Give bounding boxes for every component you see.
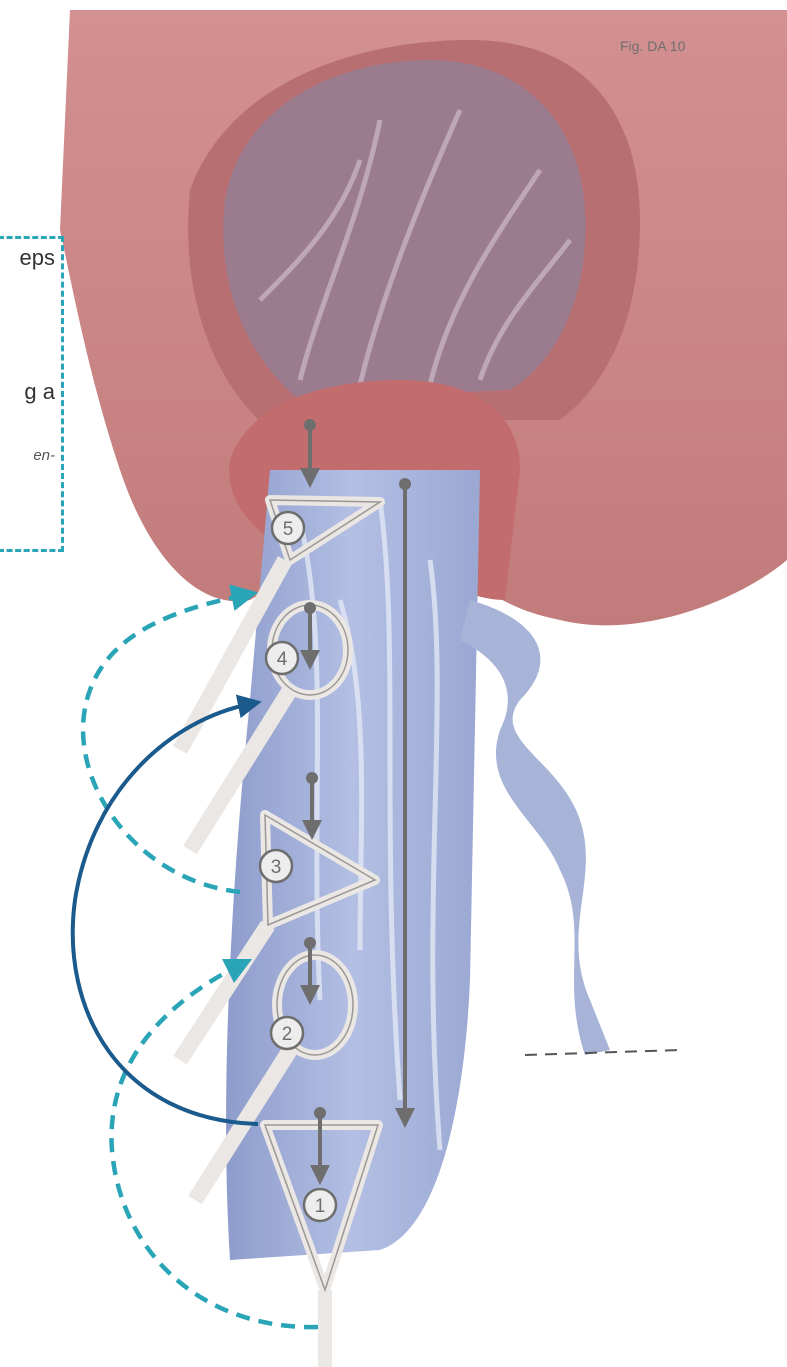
callout-text-line-1: eps xyxy=(20,245,55,271)
step-badge-5: 5 xyxy=(272,512,304,544)
step-badge-2: 2 xyxy=(271,1017,303,1049)
vessel-twist xyxy=(460,600,610,1055)
callout-text-line-3: en- xyxy=(33,447,55,464)
step-badge-4: 4 xyxy=(266,642,298,674)
step-number-5: 5 xyxy=(283,519,294,540)
callout-text-line-2: g a xyxy=(24,379,55,405)
step-number-3: 3 xyxy=(271,857,282,878)
figure-label: Fig. DA 10 xyxy=(620,38,685,54)
callout-box: eps g a en- xyxy=(0,236,64,552)
step-number-2: 2 xyxy=(282,1024,293,1045)
step-badge-1: 1 xyxy=(304,1189,336,1221)
step-badge-3: 3 xyxy=(260,850,292,882)
step-number-1: 1 xyxy=(315,1196,326,1217)
step-number-4: 4 xyxy=(277,649,288,670)
bladder-neck-bulb xyxy=(223,60,585,400)
